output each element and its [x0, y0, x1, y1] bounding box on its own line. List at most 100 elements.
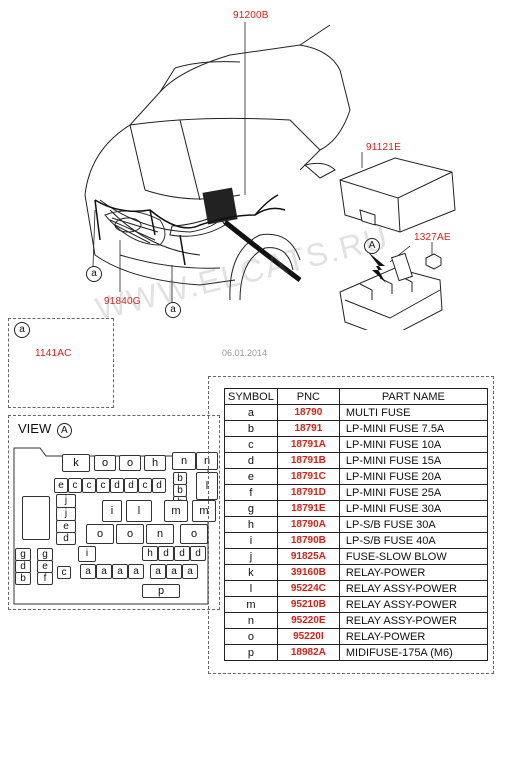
slot-d-5[interactable]: d	[15, 560, 31, 573]
slot-l-1[interactable]: l	[196, 472, 218, 500]
slot-o-4[interactable]: o	[116, 524, 144, 544]
slot-n-2[interactable]: n	[196, 452, 218, 470]
slot-c-5[interactable]: c	[57, 566, 71, 579]
slot-b-2[interactable]: b	[173, 484, 187, 497]
slot-a-6[interactable]: a	[166, 564, 182, 579]
row-part-name: RELAY ASSY-POWER	[338, 596, 488, 613]
slot-e-1[interactable]: e	[54, 478, 68, 493]
slot-a-3[interactable]: a	[112, 564, 128, 579]
slot-h-2[interactable]: h	[142, 546, 158, 561]
row-pnc: 18791B	[276, 452, 340, 469]
slot-g-2[interactable]: g	[37, 548, 53, 561]
row-symbol: e	[224, 468, 278, 485]
slot-c-3[interactable]: c	[96, 478, 110, 493]
view-a-title: VIEW A	[18, 421, 72, 438]
slot-o-2[interactable]: o	[119, 455, 141, 471]
callout-91200b[interactable]: 91200B	[233, 10, 269, 21]
slot-o-5[interactable]: o	[180, 524, 208, 544]
row-pnc: 18791	[276, 420, 340, 437]
slot-o-3[interactable]: o	[86, 524, 114, 544]
marker-view-a: A	[364, 238, 380, 254]
slot-m-2[interactable]: m	[192, 500, 216, 522]
slot-p[interactable]: p	[142, 584, 180, 598]
slot-c-4[interactable]: c	[138, 478, 152, 493]
slot-d-8[interactable]: d	[190, 546, 206, 561]
slot-c-1[interactable]: c	[68, 478, 82, 493]
slot-o-1[interactable]: o	[94, 455, 116, 471]
slot-a-7[interactable]: a	[182, 564, 198, 579]
callout-91840g[interactable]: 91840G	[104, 296, 141, 307]
view-ref-circle: A	[56, 423, 72, 438]
slot-d-4[interactable]: d	[56, 532, 76, 545]
row-part-name: MIDIFUSE-175A (M6)	[338, 644, 488, 661]
callout-1141ac[interactable]: 1141AC	[35, 348, 72, 359]
marker-a-center: a	[165, 302, 181, 318]
slot-d-2[interactable]: d	[124, 478, 138, 493]
slot-b-1[interactable]: b	[173, 472, 187, 485]
slot-f-1[interactable]: f	[37, 572, 53, 585]
row-part-name: RELAY-POWER	[338, 564, 488, 581]
slot-n-1[interactable]: n	[172, 452, 196, 470]
row-pnc: 18791D	[276, 484, 340, 501]
parts-table-frame	[208, 376, 494, 674]
slot-n-3[interactable]: n	[146, 524, 174, 544]
slot-l-2[interactable]: l	[126, 500, 152, 522]
slot-c-2[interactable]: c	[82, 478, 96, 493]
slot-d-6[interactable]: d	[158, 546, 174, 561]
row-part-name: RELAY-POWER	[338, 628, 488, 645]
row-symbol: i	[224, 532, 278, 549]
slot-h-1[interactable]: h	[144, 455, 166, 471]
row-symbol: j	[224, 548, 278, 565]
row-pnc: 95210B	[276, 596, 340, 613]
row-part-name: LP-S/B FUSE 30A	[338, 516, 488, 533]
table-header-row: SYMBOL PNC PART NAME	[224, 388, 488, 405]
row-symbol: f	[224, 484, 278, 501]
slot-m-1[interactable]: m	[164, 500, 188, 522]
row-pnc: 95220I	[276, 628, 340, 645]
slot-i-1[interactable]: i	[102, 500, 122, 522]
slot-b-4[interactable]: b	[15, 572, 31, 585]
callout-1327ae[interactable]: 1327AE	[414, 232, 451, 243]
row-part-name: LP-MINI FUSE 7.5A	[338, 420, 488, 437]
slot-j-1[interactable]: j	[56, 494, 76, 508]
row-symbol: c	[224, 436, 278, 453]
row-part-name: FUSE-SLOW BLOW	[338, 548, 488, 565]
slot-a-1[interactable]: a	[80, 564, 96, 579]
row-symbol: k	[224, 564, 278, 581]
slot-a-4[interactable]: a	[128, 564, 144, 579]
row-part-name: LP-MINI FUSE 30A	[338, 500, 488, 517]
slot-a-2[interactable]: a	[96, 564, 112, 579]
slot-d-7[interactable]: d	[174, 546, 190, 561]
slot-k[interactable]: k	[62, 454, 90, 472]
row-symbol: p	[224, 644, 278, 661]
slot-j-2[interactable]: j	[56, 507, 76, 521]
row-part-name: LP-S/B FUSE 40A	[338, 532, 488, 549]
view-a-panel	[8, 415, 220, 610]
slot-a-5[interactable]: a	[150, 564, 166, 579]
row-symbol: h	[224, 516, 278, 533]
slot-d-3[interactable]: d	[152, 478, 166, 493]
row-pnc: 18790A	[276, 516, 340, 533]
row-pnc: 91825A	[276, 548, 340, 565]
slot-i-2[interactable]: i	[78, 546, 96, 562]
row-pnc: 95224C	[276, 580, 340, 597]
slot-d-1[interactable]: d	[110, 478, 124, 493]
detail-panel	[8, 318, 114, 408]
callout-91121e[interactable]: 91121E	[366, 142, 401, 153]
